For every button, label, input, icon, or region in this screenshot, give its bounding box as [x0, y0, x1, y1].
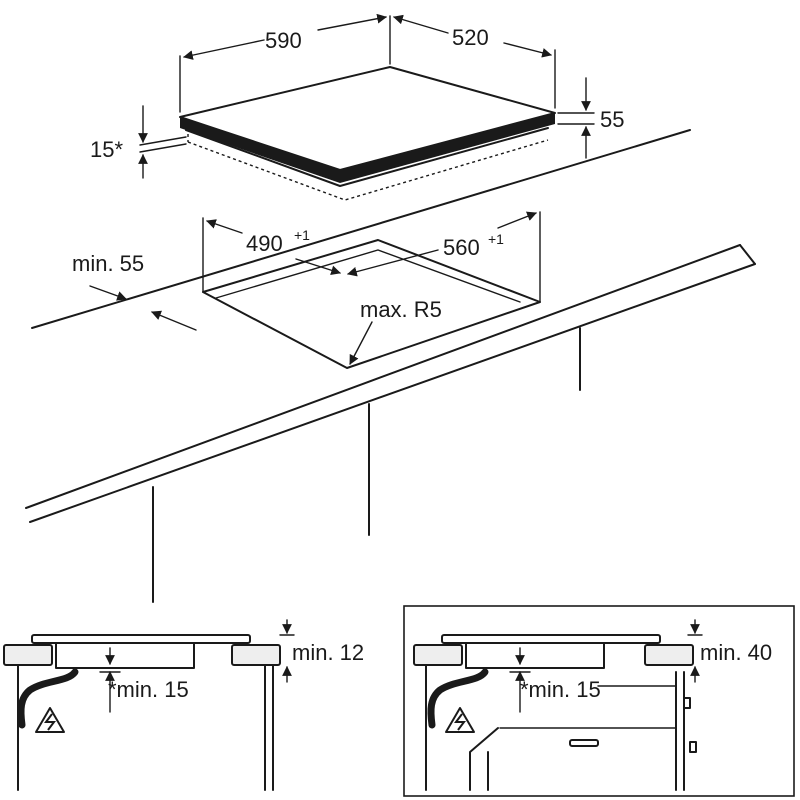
left-worktop-block-left: [3, 644, 53, 666]
cutout-depth-label: 490: [246, 231, 283, 256]
right-worktop-block-left: [413, 644, 463, 666]
dimension-590: 590: [179, 13, 556, 113]
left-power-cable: [17, 668, 79, 729]
edge-label: 15*: [90, 137, 123, 162]
oven-handle: [569, 739, 599, 747]
left-min-15-label: *min. 15: [108, 677, 189, 702]
left-hob-body: [55, 642, 195, 669]
right-section-view: *min. 15 min. 40: [403, 605, 795, 797]
left-warning-icon: [35, 707, 65, 733]
left-section-view: *min. 15 min. 12: [3, 619, 364, 791]
dimension-520: 520: [393, 14, 552, 58]
dimension-min-55: min. 55: [72, 251, 197, 331]
cutout-depth-tolerance: +1: [294, 227, 310, 243]
right-min-40-label: min. 40: [700, 640, 772, 665]
dimension-15-edge: 15*: [90, 105, 187, 179]
hob-front-edge-right: [340, 113, 555, 183]
right-hob-glass: [441, 634, 661, 644]
cutout-width-tolerance: +1: [488, 231, 504, 247]
dimension-560: 560 +1: [347, 211, 541, 303]
right-worktop-block-right: [644, 644, 694, 666]
left-hob-glass: [31, 634, 251, 644]
depth-label: 520: [452, 25, 489, 50]
cutout-width-label: 560: [443, 235, 480, 260]
worktop: [25, 129, 756, 603]
dimension-490: 490 +1: [202, 217, 341, 293]
hob-illustration: [179, 66, 556, 201]
left-worktop-block-right: [231, 644, 281, 666]
min-55-label: min. 55: [72, 251, 144, 276]
hob-front-edge-left: [180, 117, 340, 183]
width-label: 590: [265, 28, 302, 53]
hob-casing: [185, 127, 549, 187]
left-min-12-label: min. 12: [292, 640, 364, 665]
right-section-frame: [403, 605, 795, 797]
thickness-label: 55: [600, 107, 624, 132]
right-hob-body: [465, 642, 605, 669]
right-power-cable: [427, 668, 489, 729]
dimension-55-thickness: 55: [557, 77, 624, 159]
radius-callout: max. R5: [349, 297, 442, 365]
max-radius-label: max. R5: [360, 297, 442, 322]
hob-top-surface: [179, 66, 556, 171]
right-min-15-label: *min. 15: [520, 677, 601, 702]
right-warning-icon: [445, 707, 475, 733]
hob-underside-dashed: [187, 139, 549, 201]
